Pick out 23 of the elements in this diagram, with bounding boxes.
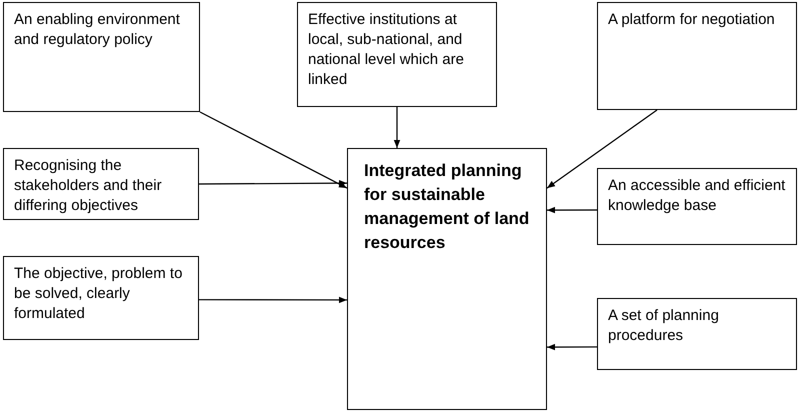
arrow xyxy=(547,344,597,350)
arrow xyxy=(546,110,658,189)
factor-box xyxy=(3,148,199,220)
factor-text: Recognising the stakeholders and their differing objectives xyxy=(14,156,163,216)
factor-text: A platform for negotiation xyxy=(608,10,776,30)
arrow xyxy=(547,206,597,214)
arrow xyxy=(199,180,347,186)
arrow xyxy=(200,111,348,189)
factor-text: Effective institutions at local, sub-national, and national level which are linked xyxy=(308,10,465,90)
factor-text: The objective, problem to be solved, clearly formulated xyxy=(14,264,184,324)
central-box xyxy=(347,148,547,410)
factor-box xyxy=(297,2,497,107)
factor-box xyxy=(597,168,797,245)
factor-box xyxy=(3,2,200,112)
central-text: Integrated planning for sustainable management of land resources xyxy=(364,160,530,254)
factor-text: An enabling environment and regulatory policy xyxy=(14,10,181,50)
factor-text: A set of planning procedures xyxy=(608,306,720,346)
arrow xyxy=(394,107,400,148)
factor-text: An accessible and efficient knowledge base xyxy=(608,176,786,216)
factor-box xyxy=(597,2,797,110)
factor-box xyxy=(597,298,797,370)
arrow xyxy=(199,296,347,304)
factor-box xyxy=(3,256,199,340)
